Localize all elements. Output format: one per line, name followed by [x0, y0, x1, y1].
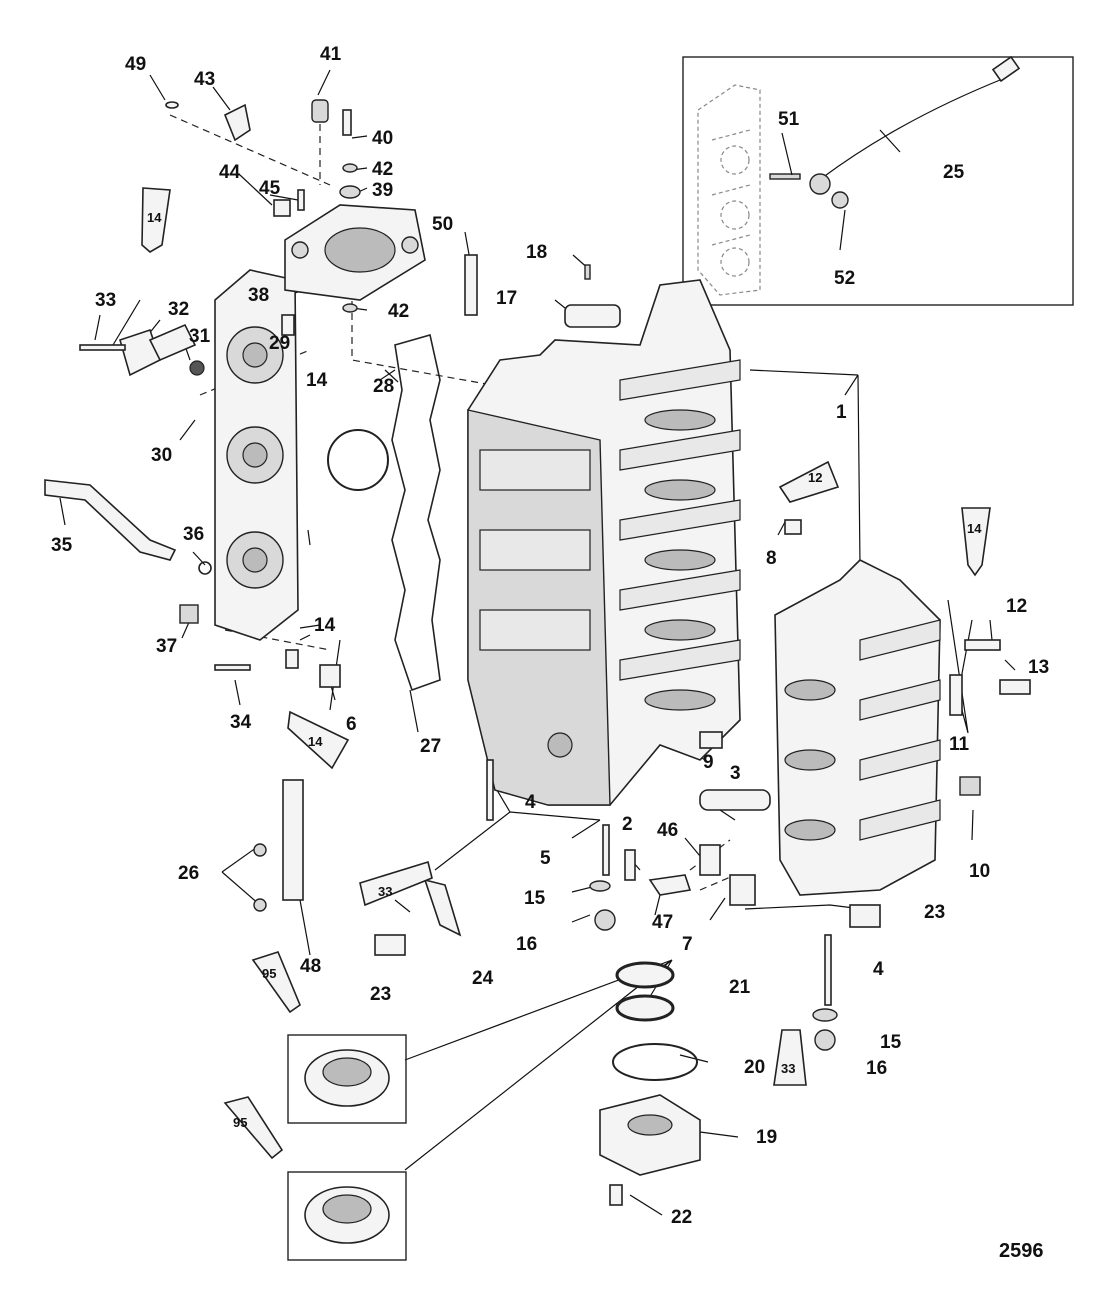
callout-36: 36: [183, 524, 204, 545]
sealant-tube-95-top: 95: [251, 951, 301, 1014]
callout-18: 18: [526, 242, 547, 263]
callout-26: 26: [178, 863, 199, 884]
tube-label: 33: [378, 884, 392, 899]
callout-16b: 16: [866, 1058, 887, 1079]
sealant-tube-14-right: 14: [961, 507, 991, 577]
callout-34: 34: [230, 712, 252, 733]
seal-detail-box-1: [287, 1034, 407, 1124]
callout-16a: 16: [516, 934, 537, 955]
callout-42a: 42: [372, 159, 393, 180]
head-gasket: [391, 333, 441, 692]
sealant-tube-14-top: 14: [141, 187, 171, 253]
tube-label: 14: [147, 210, 162, 225]
callout-4a: 4: [525, 792, 536, 813]
callout-52: 52: [834, 268, 855, 289]
callout-24: 24: [472, 968, 494, 989]
callout-42b: 42: [388, 301, 409, 322]
callout-19: 19: [756, 1127, 777, 1148]
callout-37: 37: [156, 636, 177, 657]
callout-31: 31: [189, 326, 211, 347]
sealant-tube-14-bottom: 14: [287, 710, 350, 770]
callout-45: 45: [259, 178, 281, 199]
callout-29: 29: [269, 333, 290, 354]
callout-21: 21: [729, 977, 751, 998]
seal-and-retainer-parts: [599, 961, 701, 1206]
callout-13: 13: [1028, 657, 1049, 678]
tube-label: 14: [308, 734, 323, 749]
callout-10: 10: [969, 861, 990, 882]
tube-label: 95: [262, 966, 276, 981]
tube-label: 95: [233, 1115, 247, 1130]
callout-46: 46: [657, 820, 678, 841]
callout-5: 5: [540, 848, 551, 869]
callout-12: 12: [1006, 596, 1027, 617]
callout-23a: 23: [924, 902, 945, 923]
callout-43: 43: [194, 69, 215, 90]
callout-8: 8: [766, 548, 777, 569]
callout-14b: 14: [314, 615, 336, 636]
callout-labels: 1 2 3 4 4 5 6 7 8 9 10 11 12 13 14 14 15…: [51, 44, 1049, 1262]
callout-50: 50: [432, 214, 453, 235]
callout-7: 7: [682, 934, 693, 955]
small-hardware: [44, 99, 1031, 1051]
seal-detail-box-2: [287, 1171, 407, 1261]
callout-15b: 15: [880, 1032, 902, 1053]
tube-label: 14: [967, 521, 982, 536]
callout-40: 40: [372, 128, 393, 149]
sealant-tube-12: 12: [778, 460, 840, 503]
inset-sensor-detail: [682, 55, 1074, 306]
callout-44: 44: [219, 162, 241, 183]
callout-25: 25: [943, 162, 965, 183]
callout-51: 51: [778, 109, 800, 130]
callout-15a: 15: [524, 888, 546, 909]
callout-33: 33: [95, 290, 116, 311]
callout-48: 48: [300, 956, 321, 977]
callout-14a: 14: [306, 370, 328, 391]
sealant-tube-33-right: 33: [773, 1029, 807, 1086]
o-ring-seal: [327, 429, 389, 491]
callout-22: 22: [671, 1207, 692, 1228]
tube-label: 33: [781, 1061, 795, 1076]
sensor-lead-wire: [769, 55, 1021, 209]
callout-28: 28: [373, 376, 394, 397]
sealant-tube-33-left: 33: [359, 860, 433, 907]
cylinder-head: [214, 269, 299, 641]
callout-6: 6: [346, 714, 357, 735]
callout-27: 27: [420, 736, 441, 757]
sealant-tube-95-bottom: 95: [223, 1096, 284, 1160]
callout-47: 47: [652, 912, 673, 933]
crankcase-cover: [774, 559, 941, 896]
callout-38: 38: [248, 285, 269, 306]
callout-23b: 23: [370, 984, 391, 1005]
callout-2: 2: [622, 814, 633, 835]
callout-32: 32: [168, 299, 189, 320]
callout-17: 17: [496, 288, 517, 309]
callout-49: 49: [125, 54, 146, 75]
callout-3: 3: [730, 763, 741, 784]
callout-11: 11: [949, 734, 970, 755]
callout-35: 35: [51, 535, 73, 556]
callout-1: 1: [836, 402, 847, 423]
callout-30: 30: [151, 445, 172, 466]
callout-20: 20: [744, 1057, 765, 1078]
figure-number: 2596: [999, 1240, 1044, 1262]
top-cover-housing: [284, 204, 426, 301]
callout-4b: 4: [873, 959, 884, 980]
callout-39: 39: [372, 180, 393, 201]
tube-label: 12: [808, 470, 822, 485]
cylinder-block: [467, 279, 741, 806]
callout-9: 9: [703, 752, 714, 773]
callout-41: 41: [320, 44, 342, 65]
